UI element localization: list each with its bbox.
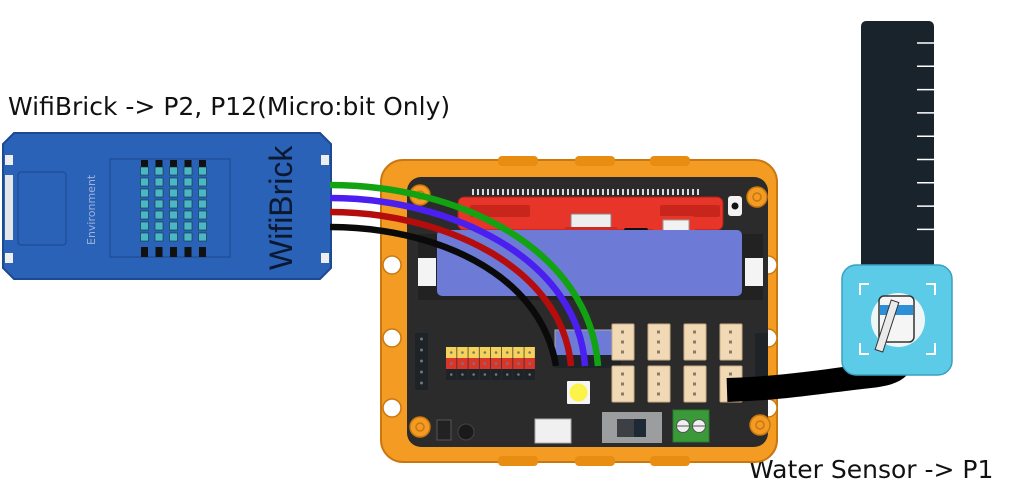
probe-ticks [917,42,934,231]
wifibrick-connection-label: WifiBrick -> P2, P12(Micro:bit Only) [8,92,451,121]
microbit-usb-port [570,213,612,229]
water-sensor [726,21,953,402]
wire-blue [329,194,589,367]
wifibrick-module: Environment WifiBrick [2,132,332,280]
inductor [457,423,475,441]
right-pin-header [755,333,768,390]
wifibrick-wires [329,181,602,367]
jst-ports [611,323,743,403]
servo-header [446,347,535,380]
wire-green [329,181,602,367]
diode [436,419,452,441]
microbit-edge-pins [472,189,699,195]
usb-power-port[interactable] [534,418,572,444]
wire-red [329,208,575,367]
water-sensor-probe [861,21,934,271]
water-sensor-connection-label: Water Sensor -> P1 [749,455,994,484]
environment-sensor-grid [140,160,207,257]
wire-black [329,223,560,367]
wifibrick-name: WifiBrick [263,145,299,270]
wifibrick-side-text: Environment [85,174,98,245]
